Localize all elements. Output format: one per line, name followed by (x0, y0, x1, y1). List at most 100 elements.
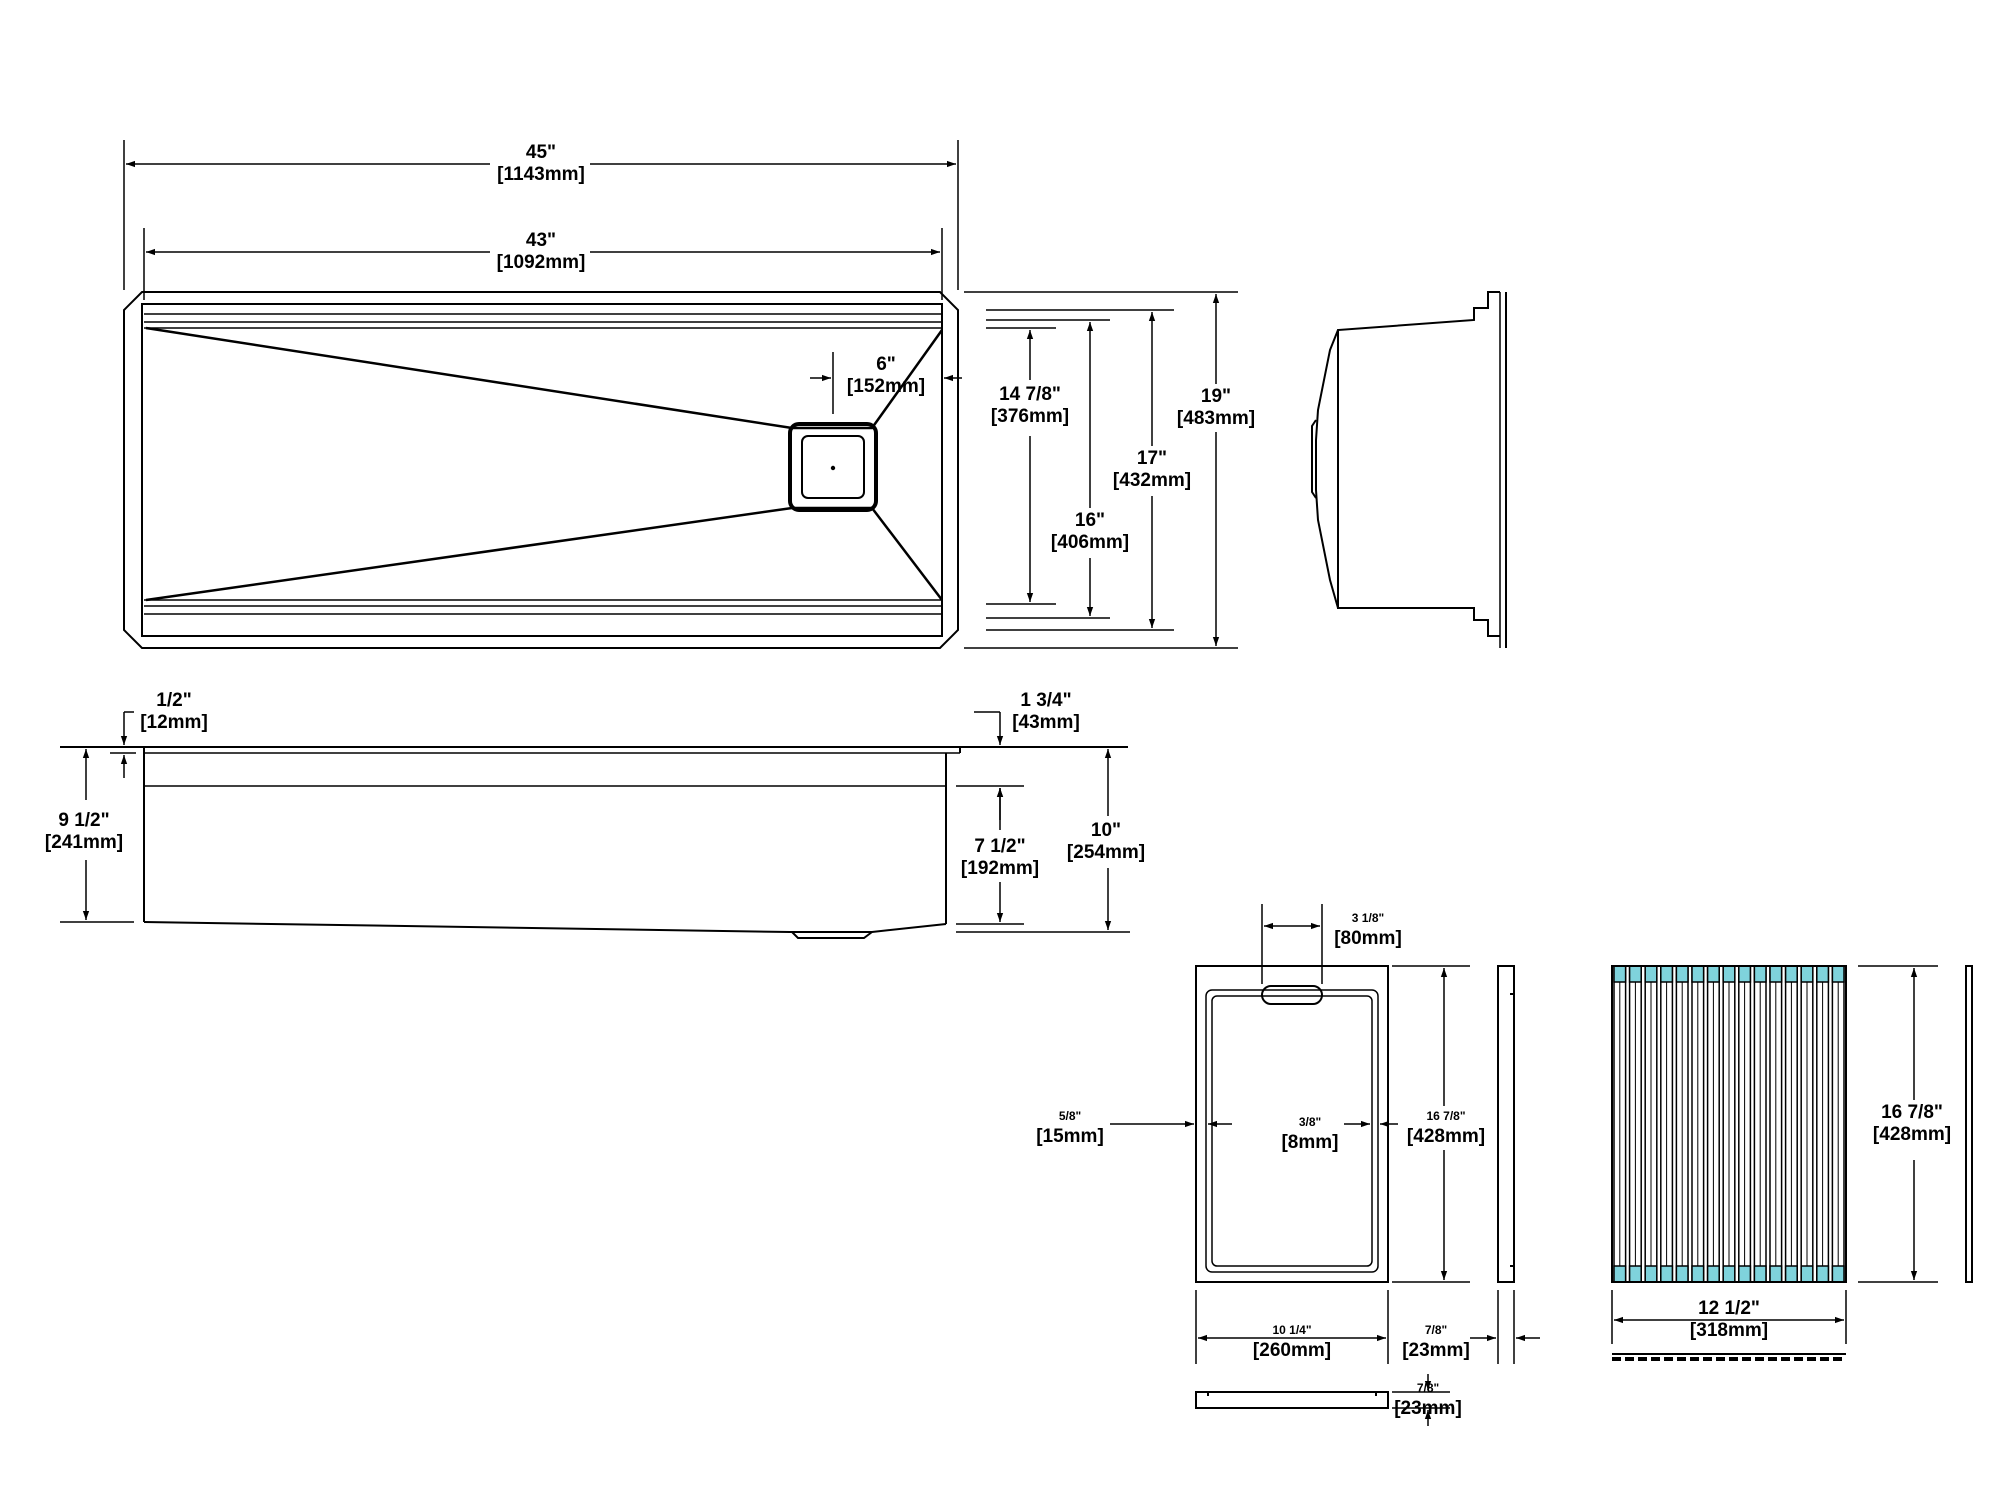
drain-bottom (791, 931, 873, 939)
side-view (1311, 291, 1507, 648)
dim-text-406mm: [406mm] (1051, 532, 1129, 553)
top-view (123, 291, 959, 649)
dim-text-45in: 45" (526, 142, 556, 163)
dim-text-192mm: [192mm] (961, 858, 1039, 879)
dim-text-rack-428mm: [428mm] (1873, 1124, 1951, 1145)
dim-text-8mm: [8mm] (1281, 1132, 1338, 1153)
front-view (60, 746, 1128, 939)
roll-rack-side (1965, 965, 1973, 1283)
rack-bar-tip (1644, 1265, 1658, 1283)
rack-bar-tip (1769, 1265, 1783, 1283)
rack-bar-tip (1784, 1265, 1798, 1283)
rack-bar-tip (1675, 1265, 1689, 1283)
rack-bar-tip (1706, 1265, 1720, 1283)
dim-text-318mm: [318mm] (1690, 1320, 1768, 1341)
dim-text-43in: 43" (526, 230, 556, 251)
rack-bar-tip (1675, 965, 1689, 983)
dim-board-width (1195, 1290, 1389, 1364)
rack-frame (1611, 965, 1847, 1283)
rack-bar-tip (1691, 1265, 1705, 1283)
dim-text-7-8in: 7/8" (1425, 1323, 1447, 1337)
roll-rack (1611, 965, 1847, 1283)
dim-text-7-1-2in: 7 1/2" (974, 836, 1025, 857)
dim-text-1092mm: [1092mm] (497, 252, 586, 273)
dim-rack-length (1858, 965, 1938, 1283)
slope-lines (145, 326, 944, 430)
board-side-profile (1497, 965, 1515, 1283)
dim-text-19in: 19" (1201, 386, 1231, 407)
drain-outer (788, 422, 878, 512)
dim-board-thickness (1470, 1290, 1540, 1364)
dim-text-16in: 16" (1075, 510, 1105, 531)
dim-text-23mm-bottom: [23mm] (1394, 1398, 1462, 1419)
dim-text-376mm: [376mm] (991, 406, 1069, 427)
rack-bar-tip (1800, 1265, 1814, 1283)
dim-text-rack-16-7-8in: 16 7/8" (1881, 1102, 1943, 1123)
dim-text-5-8in: 5/8" (1059, 1109, 1081, 1123)
rack-bar-tip (1644, 965, 1658, 983)
dim-text-14-7-8in: 14 7/8" (999, 384, 1061, 405)
rack-bar-tip (1738, 1265, 1752, 1283)
rack-bar-tip (1816, 965, 1830, 983)
dim-board-length (1392, 965, 1470, 1283)
dim-right-inner-height (956, 788, 1024, 925)
rack-bar-tip (1800, 965, 1814, 983)
dim-text-17in: 17" (1137, 448, 1167, 469)
dim-handle-width (1261, 904, 1323, 984)
dim-text-1143mm: [1143mm] (497, 164, 585, 185)
dim-text-7-8in-bottom: 7/8" (1417, 1381, 1439, 1395)
dim-board-thickness-bottom (1392, 1374, 1450, 1426)
dim-text-254mm: [254mm] (1067, 842, 1145, 863)
rack-bar-tip (1753, 1265, 1767, 1283)
dim-text-3-1-8in: 3 1/8" (1352, 911, 1384, 925)
rack-bar-tip (1628, 965, 1642, 983)
dim-text-6in: 6" (876, 354, 896, 375)
dim-text-3-8in: 3/8" (1299, 1115, 1321, 1129)
dim-drain-offset (810, 352, 962, 414)
board-handle (1261, 985, 1323, 1005)
rack-bar-tip (1831, 1265, 1845, 1283)
rack-bar-tip (1738, 965, 1752, 983)
dim-text-152mm: [152mm] (847, 376, 925, 397)
rack-bar-tip (1660, 1265, 1674, 1283)
sink-outline-top (123, 291, 959, 649)
rack-bar-tip (1722, 965, 1736, 983)
rack-bar-tip (1628, 1265, 1642, 1283)
rack-bar-tip (1769, 965, 1783, 983)
rack-bar-tip (1660, 965, 1674, 983)
dim-text-15mm: [15mm] (1036, 1126, 1104, 1147)
dim-text-80mm: [80mm] (1334, 928, 1402, 949)
dim-text-260mm: [260mm] (1253, 1340, 1331, 1361)
dim-inner-width (143, 228, 943, 300)
dim-flange (110, 711, 136, 778)
dim-text-board-16-7-8in: 16 7/8" (1426, 1109, 1465, 1123)
rack-bar-tip (1613, 965, 1627, 983)
dim-text-12-1-2in: 12 1/2" (1698, 1298, 1760, 1319)
dim-depths (964, 291, 1238, 649)
rack-bar-tip (1691, 965, 1705, 983)
rack-bar-tip (1722, 1265, 1736, 1283)
dim-text-board-428mm: [428mm] (1407, 1126, 1485, 1147)
dim-text-1-3-4in: 1 3/4" (1020, 690, 1071, 711)
dim-overall-height (956, 749, 1130, 933)
dim-text-10-1-4in: 10 1/4" (1272, 1323, 1311, 1337)
dim-left-height (60, 749, 134, 923)
dim-text-1-2in: 1/2" (156, 690, 191, 711)
sink-basin-top (141, 303, 943, 637)
dim-text-483mm: [483mm] (1177, 408, 1255, 429)
rack-bar-tip (1753, 965, 1767, 983)
dim-text-241mm: [241mm] (45, 832, 123, 853)
dim-text-10in: 10" (1091, 820, 1121, 841)
rack-bar-tip (1706, 965, 1720, 983)
board-bottom-profile (1195, 1391, 1389, 1409)
dim-text-23mm: [23mm] (1402, 1340, 1470, 1361)
rack-bar-tip (1613, 1265, 1627, 1283)
dim-text-43mm: [43mm] (1012, 712, 1080, 733)
dim-text-9-1-2in: 9 1/2" (58, 810, 109, 831)
dim-overall-width (123, 140, 959, 290)
drain-inner (801, 435, 865, 499)
rack-bar-tip (1784, 965, 1798, 983)
dim-text-12mm: [12mm] (140, 712, 208, 733)
dim-rack-width (1611, 1290, 1847, 1344)
